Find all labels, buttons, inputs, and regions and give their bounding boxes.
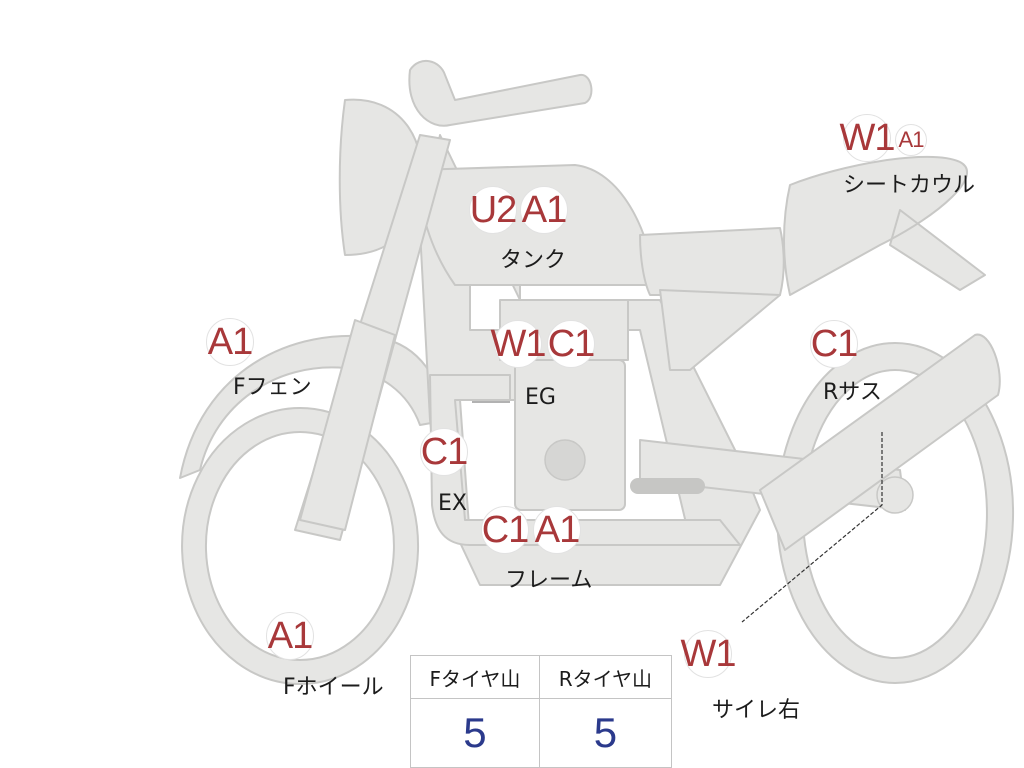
frame-code-2: A1 [533,506,581,554]
seat-cowl-code-2: A1 [895,124,927,156]
engine-cover [544,439,586,481]
engine-label: EG [525,385,556,410]
silencer-leader-line [741,432,883,623]
tank-label: タンク [500,248,567,273]
seat-cowl-shape [783,155,986,296]
silencer-shape [759,333,1001,551]
rear-suspension-label: Rサス [823,380,882,405]
tank-code-2: A1 [520,186,568,234]
tire-table-header-row: Fタイヤ山 Rタイヤ山 [410,655,673,699]
seat-shape [639,227,785,296]
tank-code-1: U2 [469,186,517,234]
silencer-right-label: サイレ右 [712,698,801,723]
front-tire-value: 5 [410,698,540,768]
exhaust-label: EX [438,491,467,516]
footpeg [630,478,705,494]
silencer-right-code: W1 [681,630,737,678]
front-fender-label: Fフェン [233,375,312,400]
rear-wheel [776,342,1015,684]
side-cover-shape [659,289,781,371]
front-wheel-shape [181,407,420,685]
exhaust-code: C1 [420,428,468,476]
handlebar-shape [408,60,593,127]
frame-label: フレーム [505,568,593,593]
front-tire-header: Fタイヤ山 [410,655,540,699]
front-wheel-code: A1 [266,612,314,660]
rear-tire-value: 5 [538,698,673,768]
engine-code-1: W1 [491,320,547,368]
rear-tire-header: Rタイヤ山 [538,655,673,699]
fork-cover [299,319,396,531]
rear-axle [876,476,914,514]
exhaust-pipe-shape [429,374,741,546]
front-wheel-label: Fホイール [283,675,384,700]
seat-cowl-label: シートカウル [843,173,976,198]
front-fender-code: A1 [206,318,254,366]
seat-cowl-code-1: W1 [840,114,896,162]
rear-suspension-code: C1 [810,320,858,368]
tire-table-value-row: 5 5 [410,698,673,768]
engine-case [514,359,626,511]
tire-tread-table: Fタイヤ山 Rタイヤ山 5 5 [410,655,673,768]
engine-code-2: C1 [547,320,595,368]
frame-code-1: C1 [481,506,529,554]
